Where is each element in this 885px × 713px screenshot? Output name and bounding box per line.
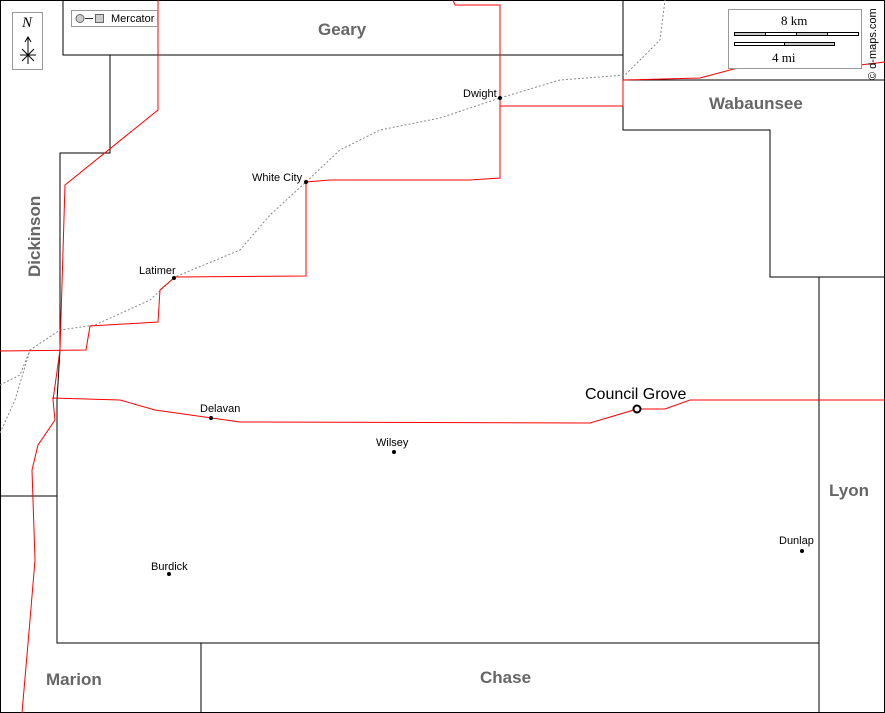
- county-dickinson: Dickinson: [25, 195, 44, 277]
- scale-bars: [734, 32, 859, 46]
- compass-icon: [20, 36, 36, 64]
- dot-latimer: [172, 276, 176, 280]
- county-lyon: Lyon: [829, 481, 869, 500]
- city-dots: [167, 96, 804, 576]
- scale-km-label: 8 km: [781, 13, 808, 28]
- city-council-grove: Council Grove: [585, 386, 687, 403]
- dot-white-city: [304, 180, 308, 184]
- city-delavan: Delavan: [200, 403, 241, 415]
- city-dwight: Dwight: [463, 88, 497, 100]
- dot-wilsey: [392, 450, 396, 454]
- dot-dunlap: [800, 549, 804, 553]
- dot-delavan: [209, 416, 213, 420]
- globe-icon: [75, 14, 85, 23]
- county-chase: Chase: [480, 668, 532, 687]
- county-wabaunsee: Wabaunsee: [709, 94, 803, 113]
- projection-label: Mercator: [111, 13, 155, 25]
- border-geary: [62, 0, 623, 56]
- city-wilsey: Wilsey: [376, 437, 409, 449]
- border-morris: [56, 55, 819, 644]
- dot-burdick: [167, 572, 171, 576]
- scale-box: [728, 9, 862, 69]
- copyright: © d-maps.com: [867, 8, 879, 80]
- city-dunlap: Dunlap: [779, 535, 814, 547]
- map-square-icon: [95, 14, 104, 23]
- county-geary: Geary: [318, 20, 367, 39]
- dot-council-grove: [632, 404, 642, 414]
- scale-mi-label: 4 mi: [772, 50, 796, 65]
- projection-box: [71, 10, 158, 27]
- dot-dwight: [498, 96, 502, 100]
- city-burdick: Burdick: [151, 561, 188, 573]
- city-white-city: White City: [252, 172, 303, 184]
- compass-north-label: N: [22, 15, 33, 31]
- county-marion: Marion: [46, 670, 102, 689]
- city-latimer: Latimer: [139, 265, 176, 277]
- railway: [0, 0, 666, 434]
